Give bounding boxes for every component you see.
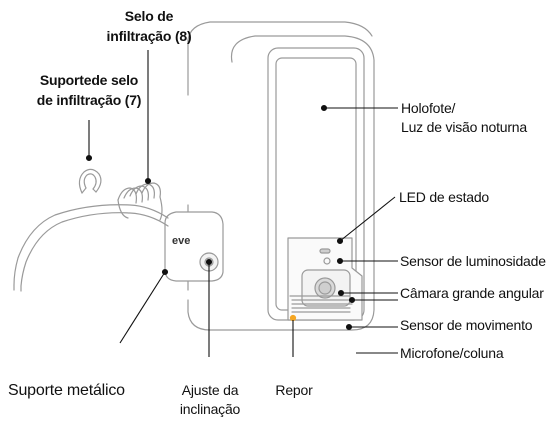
seal-support-clip: [78, 168, 102, 194]
sensor-panel: [287, 237, 363, 322]
tilt-label-line2: inclinação: [179, 401, 241, 417]
motion-sensor-label: Sensor de movimento: [400, 317, 533, 333]
floodlight-label-line2: Luz de visão noturna: [401, 119, 527, 135]
waterproof-seal: [117, 182, 163, 221]
seal-support-label-line1: Suportede selo: [39, 72, 139, 88]
light-sensor-label: Sensor de luminosidade: [400, 253, 546, 269]
seal-label-line2: infiltração (8): [106, 28, 192, 44]
tilt-label-line1: Ajuste da: [181, 382, 239, 398]
metal-bracket-label: Suporte metálico: [8, 382, 125, 399]
eve-logo: eve: [172, 235, 190, 247]
status-led-label: LED de estado: [399, 189, 490, 205]
wide-camera-label: Câmara grande angular: [400, 285, 544, 301]
reset-label: Repor: [275, 382, 313, 398]
leader-lines: [85, 50, 398, 357]
seal-label-line1: Selo de: [124, 8, 174, 24]
mic-speaker-label: Microfone/coluna: [400, 345, 504, 361]
power-cable: [13, 204, 169, 292]
seal-support-label-line2: de infiltração (7): [36, 92, 142, 108]
floodlight-label-line1: Holofote/: [401, 100, 456, 116]
